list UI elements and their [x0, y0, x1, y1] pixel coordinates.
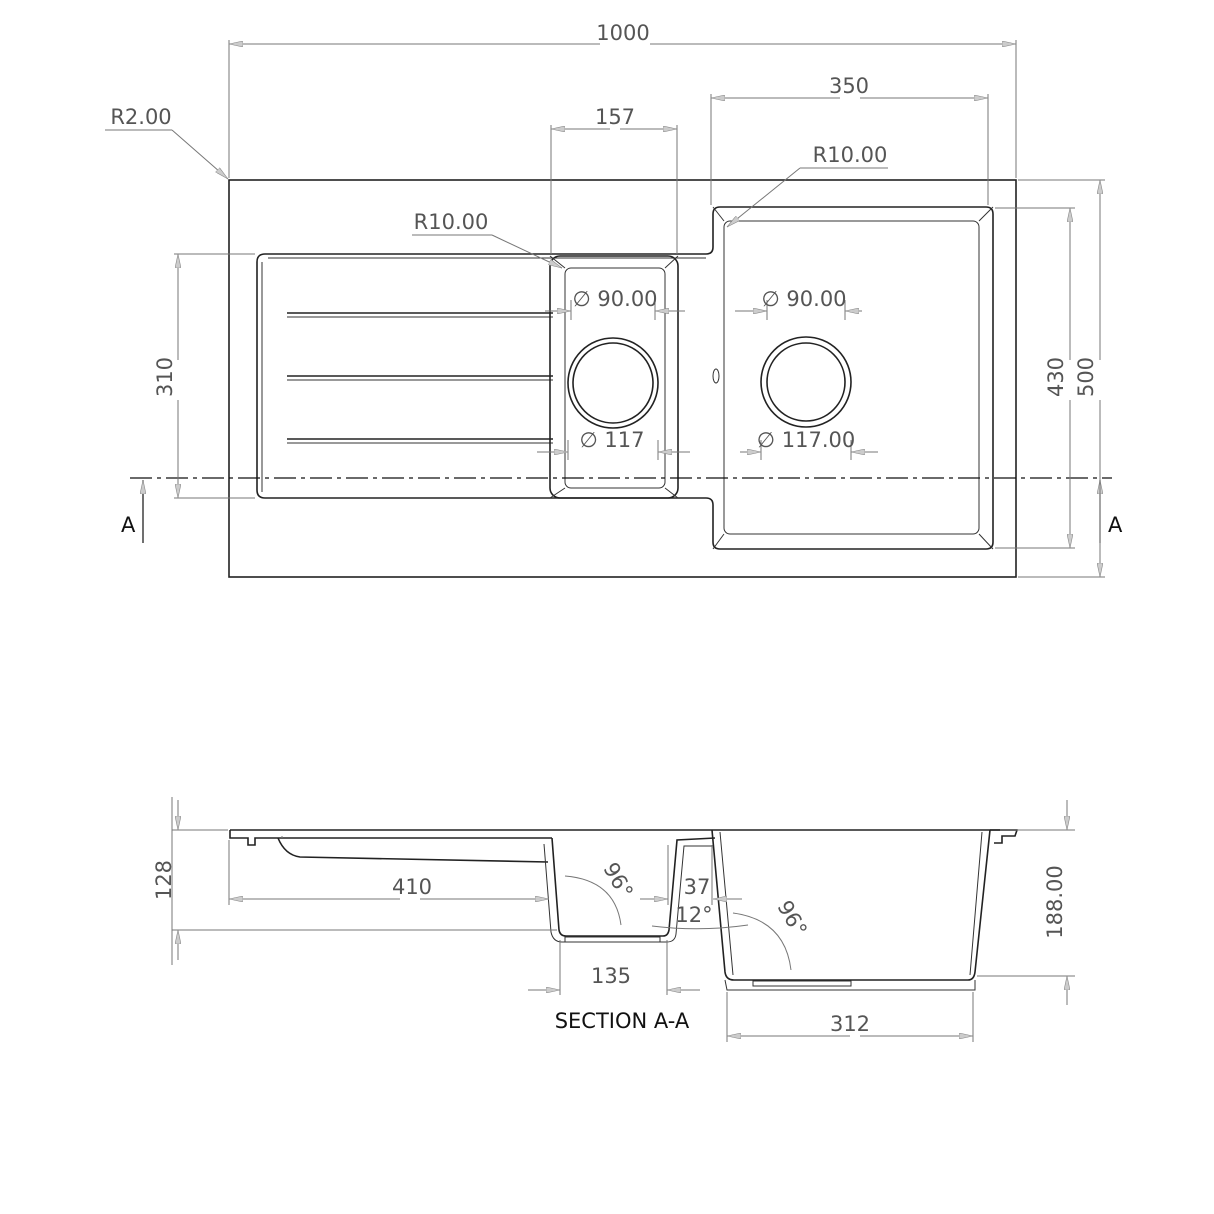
dim-large-angle: 96° [772, 896, 811, 940]
dim-drainer-length: 410 [392, 875, 432, 899]
dim-small-drain-outer: ∅ 117 [579, 428, 644, 452]
dim-gap: 37 [684, 875, 711, 899]
dim-small-bowl-width: 157 [595, 105, 635, 129]
dim-drainer-depth: 310 [153, 357, 177, 397]
dim-overall-width: 1000 [596, 21, 649, 45]
overflow-hole [712, 368, 720, 384]
section-marker-left: A [121, 513, 136, 537]
section-view: 128 188.00 410 135 37 12° 96° 96° 312 SE… [152, 797, 1075, 1042]
dim-bowl-depth: 430 [1044, 357, 1068, 397]
section-title: SECTION A-A [555, 1009, 690, 1033]
dim-large-bowl-height: 188.00 [1043, 865, 1067, 938]
dim-bowl-width: 350 [829, 74, 869, 98]
dim-large-bowl-bottom: 312 [830, 1012, 870, 1036]
drainer-grooves [287, 312, 553, 444]
dim-gap-angle: 12° [675, 903, 712, 927]
dim-small-drain-inner: ∅ 90.00 [572, 287, 657, 311]
drainer-outline [256, 206, 994, 550]
dimensions: 1000 350 157 R2.00 R10.00 R10.00 ∅ 90.00… [105, 21, 1105, 578]
dim-corner-radius: R2.00 [110, 105, 171, 129]
dim-small-angle: 96° [598, 858, 637, 902]
dim-small-bowl-radius: R10.00 [414, 210, 489, 234]
dim-small-bowl-height: 128 [152, 860, 176, 900]
large-bowl [723, 220, 980, 535]
dim-large-drain-inner: ∅ 90.00 [761, 287, 846, 311]
section-dimensions: 128 188.00 410 135 37 12° 96° 96° 312 [152, 797, 1075, 1042]
sink-outline [228, 179, 1017, 578]
dim-large-bowl-radius: R10.00 [813, 143, 888, 167]
small-bowl [549, 255, 679, 499]
section-marker-right: A [1108, 513, 1123, 537]
dim-large-drain-outer: ∅ 117.00 [757, 428, 855, 452]
dim-small-bowl-bottom: 135 [591, 964, 631, 988]
section-profile [229, 829, 1017, 846]
dim-overall-depth: 500 [1074, 357, 1098, 397]
small-drain-hole [567, 337, 659, 429]
large-drain-hole [760, 336, 852, 428]
plan-view: A A 1000 350 157 R2.00 R10.00 R10.00 ∅ 9… [105, 21, 1123, 578]
